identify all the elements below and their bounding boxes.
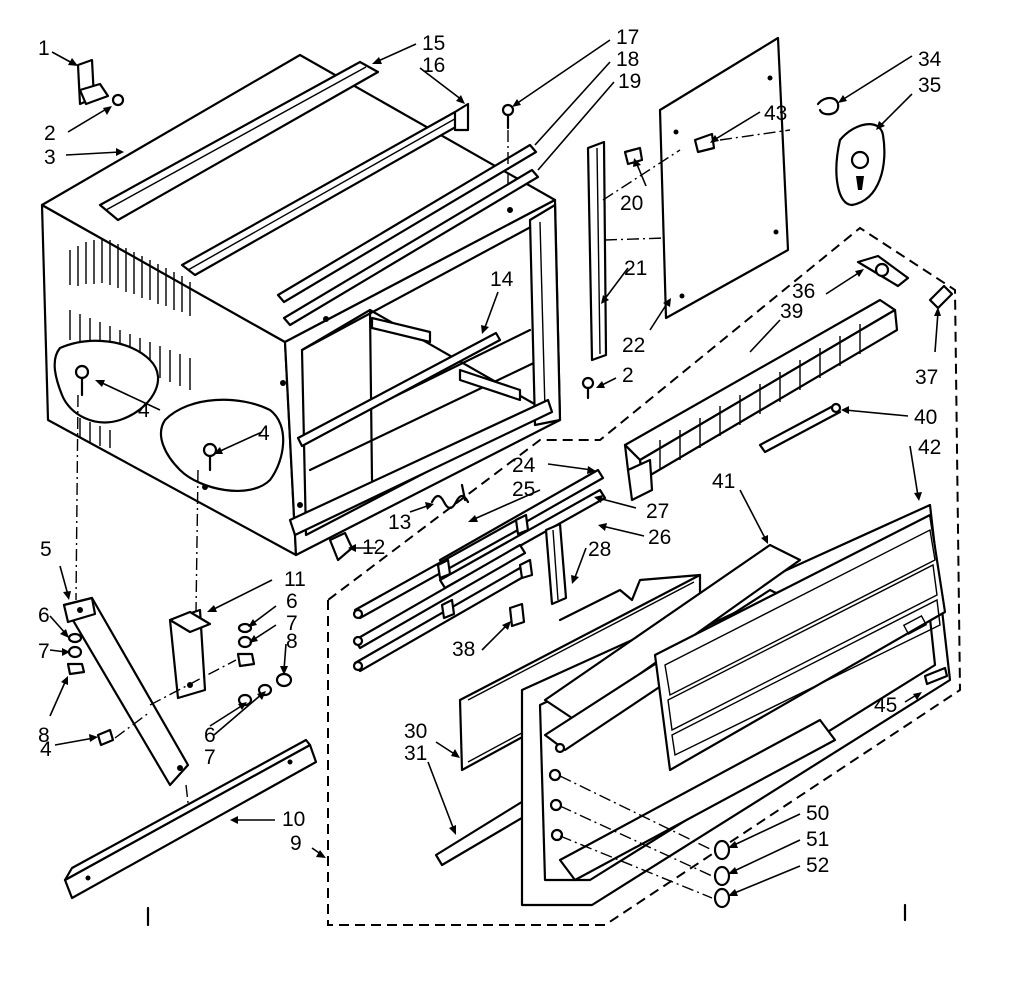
label-part-14: 14 <box>490 268 514 291</box>
label-part-8: 8 <box>286 630 298 653</box>
label-part-10: 10 <box>282 808 305 831</box>
label-part-7: 7 <box>286 612 298 635</box>
label-part-12: 12 <box>362 536 385 559</box>
cabinet-screw-upper <box>74 364 90 397</box>
switch-bar-40 <box>758 402 842 454</box>
label-part-51: 51 <box>806 828 829 851</box>
cabinet-outer-case <box>40 53 562 557</box>
label-part-43: 43 <box>764 102 787 125</box>
label-part-6: 6 <box>286 590 298 613</box>
label-part-9: 9 <box>290 832 302 855</box>
label-part-36: 36 <box>792 280 815 303</box>
label-part-37: 37 <box>915 366 938 389</box>
label-part-2: 2 <box>622 364 634 387</box>
label-part-41: 41 <box>712 470 735 493</box>
strip-18 <box>276 143 538 304</box>
screw-20 <box>623 146 644 166</box>
label-part-2: 2 <box>44 122 56 145</box>
support-bracket-11 <box>168 608 212 700</box>
label-part-3: 3 <box>44 146 56 169</box>
label-part-52: 52 <box>806 854 829 877</box>
label-part-38: 38 <box>452 638 475 661</box>
label-part-40: 40 <box>914 406 937 429</box>
label-part-5: 5 <box>40 538 52 561</box>
spring-clip-13 <box>430 483 470 510</box>
label-part-7: 7 <box>38 640 50 663</box>
seal-strip-31 <box>434 798 534 867</box>
label-part-50: 50 <box>806 802 829 825</box>
bracket-1 <box>76 58 125 107</box>
bottom-rail-10 <box>63 738 318 900</box>
label-part-6: 6 <box>204 724 216 747</box>
side-panel-22 <box>658 36 790 320</box>
label-part-1: 1 <box>38 37 50 60</box>
label-part-11: 11 <box>284 568 306 591</box>
rod-set <box>352 468 607 673</box>
knob-part-35 <box>835 123 886 207</box>
screw-2-channel <box>581 376 595 400</box>
label-part-4: 4 <box>40 738 52 761</box>
label-part-4: 4 <box>258 422 270 445</box>
label-part-6: 6 <box>38 604 50 627</box>
label-part-30: 30 <box>404 720 427 743</box>
label-part-18: 18 <box>616 48 639 71</box>
screw-4-lower <box>96 728 115 747</box>
clip-38 <box>508 602 526 628</box>
washer-nut-set-left <box>66 632 86 676</box>
label-part-15: 15 <box>422 32 445 55</box>
top-rail-15 <box>98 60 380 222</box>
strip-19 <box>282 168 540 327</box>
knob-51 <box>713 865 731 887</box>
knob-52 <box>713 887 731 909</box>
label-part-28: 28 <box>588 538 611 561</box>
label-part-26: 26 <box>648 526 671 549</box>
screw-17 <box>501 103 515 185</box>
label-part-31: 31 <box>404 742 427 765</box>
front-grille-frame <box>520 503 952 907</box>
label-part-7: 7 <box>204 746 216 769</box>
front-assembly-boundary <box>327 226 962 926</box>
washer-nut-set-middle <box>237 672 293 707</box>
label-part-24: 24 <box>512 454 536 477</box>
label-part-25: 25 <box>512 478 535 501</box>
side-channel-21 <box>586 140 608 362</box>
label-part-27: 27 <box>646 500 669 523</box>
label-part-4: 4 <box>138 399 150 422</box>
knob-50 <box>713 839 731 861</box>
knob-37 <box>928 284 954 310</box>
inner-rail-14 <box>296 316 522 448</box>
control-housing-39 <box>623 298 899 502</box>
label-part-35: 35 <box>918 74 941 97</box>
label-part-42: 42 <box>918 436 941 459</box>
label-part-19: 19 <box>618 70 641 93</box>
label-part-39: 39 <box>780 300 803 323</box>
clip-34 <box>816 97 840 116</box>
label-part-8: 8 <box>38 724 50 747</box>
label-part-20: 20 <box>620 192 643 215</box>
washer-nut-set-right <box>236 622 256 668</box>
label-part-16: 16 <box>422 54 445 77</box>
label-part-21: 21 <box>624 257 647 280</box>
label-part-17: 17 <box>616 26 639 49</box>
part-number-labels: 1 2 3 4 4 5 6 7 8 4 11 6 7 8 6 7 10 9 12… <box>38 26 942 877</box>
lever-36 <box>856 254 910 288</box>
label-part-13: 13 <box>388 511 411 534</box>
support-bracket-5 <box>62 596 190 787</box>
label-part-45: 45 <box>874 694 897 717</box>
leader-arrows <box>49 39 941 896</box>
vertical-bar-28 <box>544 522 568 606</box>
label-part-22: 22 <box>622 334 645 357</box>
top-rail-16 <box>180 102 470 277</box>
label-part-34: 34 <box>918 48 942 71</box>
cabinet-screw-lower <box>202 442 218 472</box>
